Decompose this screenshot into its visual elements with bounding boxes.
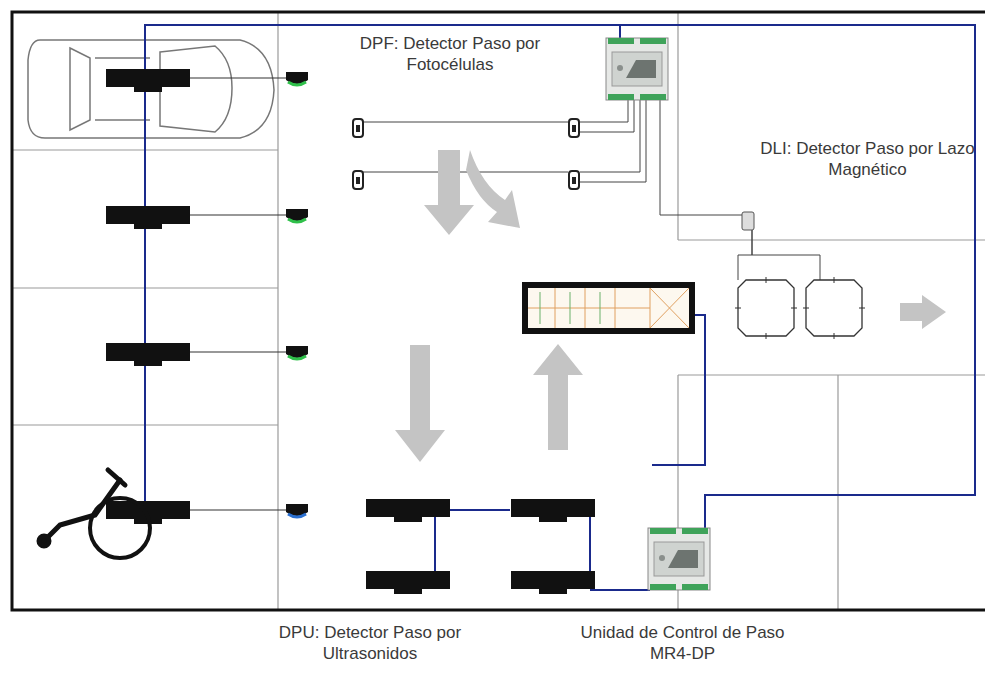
- spot-sensors: [106, 69, 190, 524]
- indicator-lights: [286, 72, 308, 517]
- ultrasonic-sensors: [366, 499, 595, 594]
- floor-grid: [12, 12, 985, 610]
- car: [28, 40, 274, 138]
- floor-border: [12, 12, 985, 610]
- dli-label: DLI: Detector Paso por Lazo Magnético: [760, 138, 975, 180]
- dpf-label: DPF: Detector Paso por Fotocélulas: [325, 33, 575, 75]
- dpf-unit: [606, 38, 668, 100]
- bus-wire: [145, 25, 975, 590]
- sensor-wires: [190, 78, 290, 510]
- display-panel: [522, 282, 695, 334]
- photocell-wires: [362, 100, 820, 280]
- dli-detector: [742, 212, 754, 230]
- flow-arrows: [395, 150, 946, 462]
- control-unit-label: Unidad de Control de Paso MR4-DP: [560, 622, 805, 664]
- wheelchair-symbol: [39, 470, 150, 558]
- mr4-dp-unit: [648, 528, 710, 590]
- dpu-label: DPU: Detector Paso por Ultrasonidos: [240, 622, 500, 664]
- magnetic-loop: [735, 277, 797, 339]
- magnetic-loop: [803, 277, 865, 339]
- photocells: [353, 119, 579, 189]
